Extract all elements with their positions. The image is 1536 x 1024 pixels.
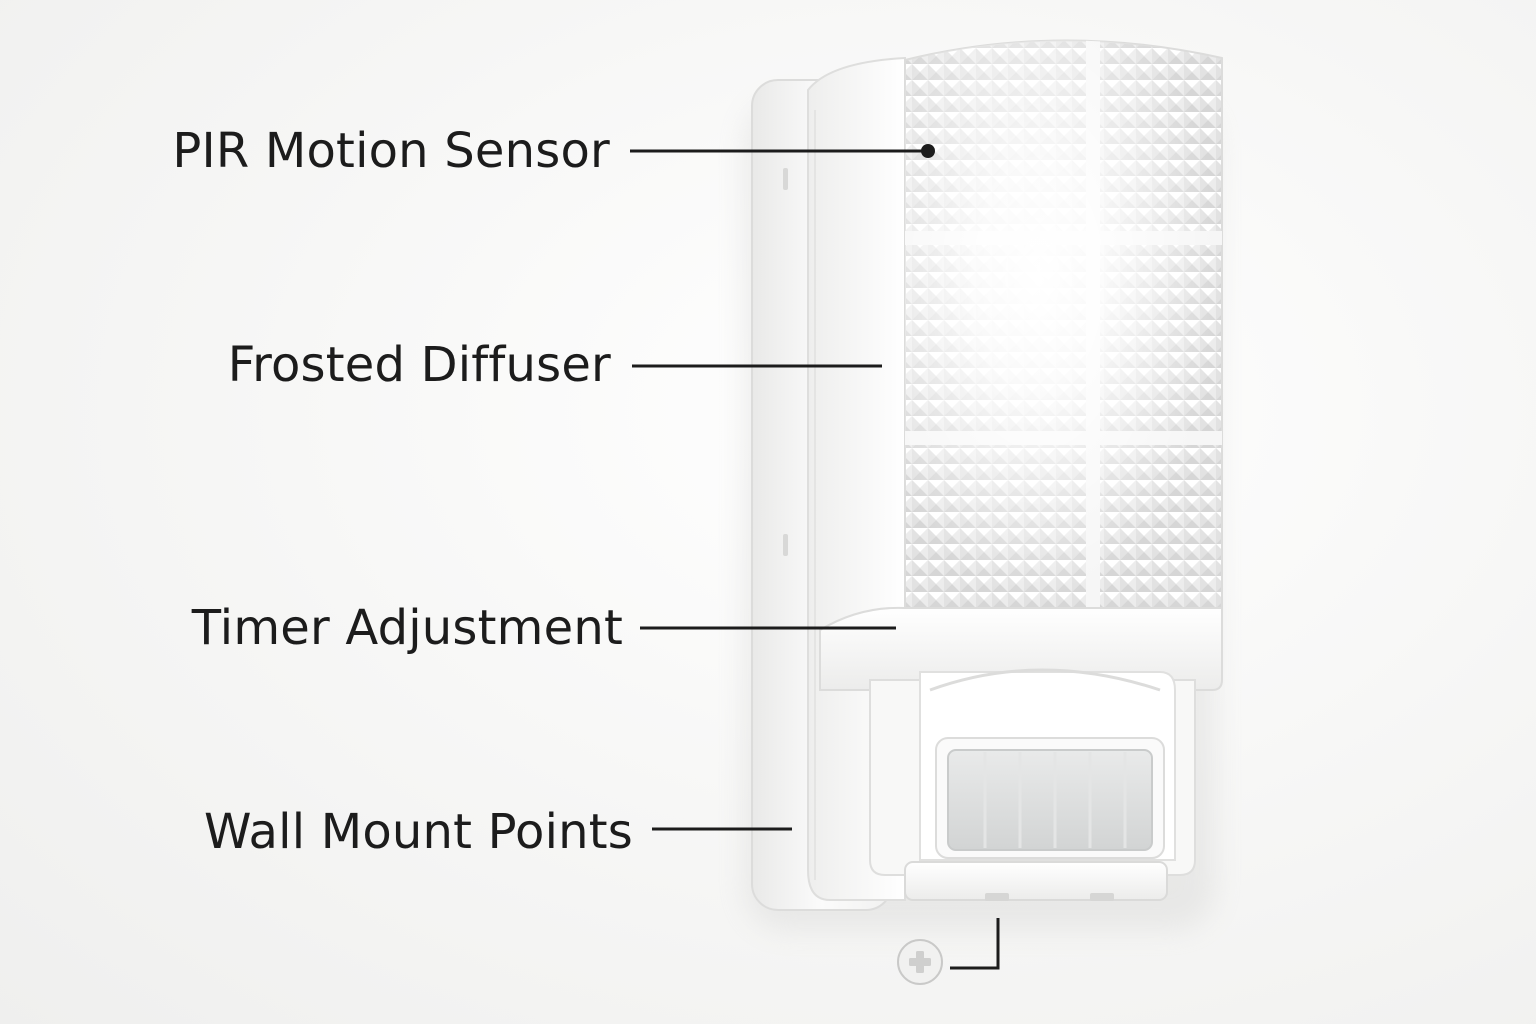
phillips-screw-icon (897, 939, 943, 985)
label-frosted-diffuser: Frosted Diffuser (227, 337, 611, 393)
leader-dot-icon (921, 144, 935, 158)
diffuser-collar (819, 606, 1223, 691)
label-timer-adjustment: Timer Adjustment (191, 600, 623, 656)
label-pir-motion-sensor: PIR Motion Sensor (172, 123, 610, 179)
bottom-base (904, 861, 1168, 901)
leader-lines (630, 149, 1000, 970)
leader-line-screw (950, 918, 1000, 970)
pir-lens (947, 749, 1153, 851)
frosted-diffuser (904, 39, 1223, 613)
label-wall-mount-points: Wall Mount Points (203, 804, 633, 860)
